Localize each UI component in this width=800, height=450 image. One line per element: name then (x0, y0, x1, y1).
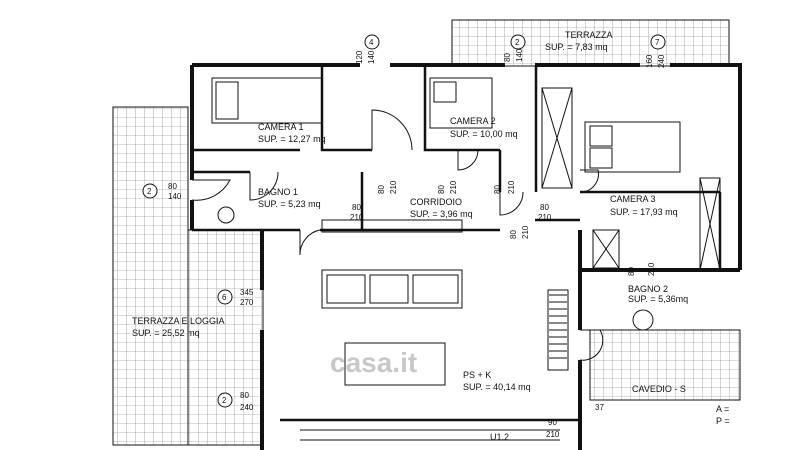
room-area: SUP. = 7,83 mq (545, 42, 608, 52)
opening-h: 270 (240, 298, 254, 307)
room-area: SUP. = 5,23 mq (258, 199, 321, 209)
opening-num: 6 (222, 293, 227, 302)
opening-w: 345 (240, 288, 254, 297)
door-w: 80 (540, 203, 549, 212)
door-w: 80 (627, 267, 636, 276)
loggia-tiles (187, 229, 264, 446)
room-area: SUP. = 17,93 mq (610, 207, 678, 217)
legend-a: A = (716, 404, 729, 414)
door-h: 210 (507, 180, 516, 194)
opening-w: 120 (355, 50, 364, 64)
room-name: CAMERA 2 (450, 116, 496, 126)
room-name: TERRAZZA E LOGGIA (132, 316, 225, 326)
opening-h: 140 (515, 48, 524, 62)
room-name: TERRAZZA (565, 30, 613, 40)
door-h: 210 (521, 225, 530, 239)
room-name: BAGNO 2 (628, 284, 668, 294)
unit-label: U1.2 (490, 432, 509, 442)
room-name: BAGNO 1 (258, 187, 298, 197)
room-name: CORRIDOIO (410, 197, 462, 207)
dim-37: 37 (595, 403, 604, 412)
door-w: 80 (352, 203, 361, 212)
door-w: 80 (493, 185, 502, 194)
terrace-top-tiles (451, 19, 730, 67)
opening-num: 4 (369, 38, 374, 47)
door-swings (191, 109, 604, 361)
room-area: SUP. = 5,36mq (628, 294, 688, 304)
room-area: SUP. = 3,96 mq (410, 209, 473, 219)
room-area: SUP. = 25,52 mq (132, 328, 200, 338)
terrace-left-tiles (112, 106, 189, 446)
room-area: SUP. = 40,14 mq (463, 382, 531, 392)
opening-h: 140 (367, 50, 376, 64)
opening-num: 2 (515, 38, 520, 47)
door-h: 210 (546, 430, 560, 439)
room-area: SUP. = 12,27 mq (258, 134, 326, 144)
door-h: 210 (647, 262, 656, 276)
opening-w: 80 (240, 391, 249, 400)
legend-p: P = (716, 416, 730, 426)
room-name: CAMERA 3 (610, 194, 656, 204)
room-name: PS + K (463, 370, 491, 380)
opening-w: 160 (645, 54, 654, 68)
room-area: SUP. = 10,00 mq (450, 129, 518, 139)
opening-w: 80 (503, 53, 512, 62)
opening-num: 2 (147, 187, 152, 196)
opening-h: 240 (240, 403, 254, 412)
room-name: CAMERA 1 (258, 122, 304, 132)
watermark: casa.it (330, 347, 417, 378)
door-w: 80 (437, 185, 446, 194)
door-h: 210 (449, 180, 458, 194)
door-w: 80 (509, 230, 518, 239)
opening-num: 2 (222, 396, 227, 405)
door-h: 210 (350, 213, 364, 222)
opening-w: 80 (168, 182, 177, 191)
room-name: CAVEDIO - S (632, 384, 686, 394)
door-h: 210 (538, 213, 552, 222)
opening-h: 140 (168, 192, 182, 201)
opening-num: 7 (655, 38, 660, 47)
door-h: 210 (389, 180, 398, 194)
door-w: 90 (548, 418, 557, 427)
opening-markers (142, 34, 666, 408)
opening-h: 240 (657, 54, 666, 68)
door-w: 80 (377, 185, 386, 194)
cavedio-area (589, 329, 741, 401)
furniture (211, 77, 721, 441)
